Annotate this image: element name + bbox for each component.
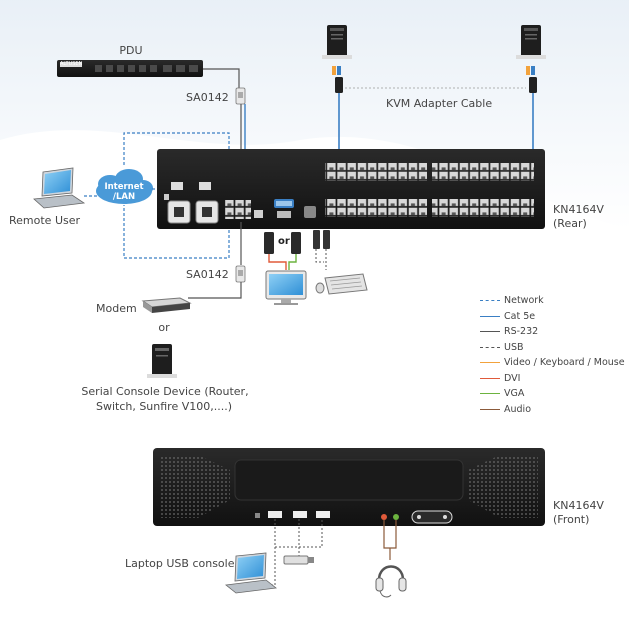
serial-console-label-line2: Switch, Sunfire V100,....) xyxy=(95,400,233,413)
legend-item-usb: USB xyxy=(480,340,625,356)
computer-left xyxy=(322,25,352,59)
legend-item-audio: Audio xyxy=(480,402,625,418)
legend-swatch xyxy=(480,331,500,333)
legend-item-video-keyboard-mouse: Video / Keyboard / Mouse xyxy=(480,355,625,371)
rear-caption-label: (Rear) xyxy=(553,217,587,230)
modem-label: Modem xyxy=(96,302,137,315)
monitor-icon xyxy=(265,270,307,305)
front-caption-label: (Front) xyxy=(553,513,590,526)
modem-cable xyxy=(188,282,242,299)
legend-label: Video / Keyboard / Mouse xyxy=(504,357,625,369)
pdu-device xyxy=(57,60,203,77)
front-model-label: KN4164V xyxy=(553,499,604,512)
pdu-label: PDU xyxy=(119,44,143,57)
dvi-vga-connectors xyxy=(264,232,301,270)
sa0142-bottom-adapter xyxy=(235,265,246,283)
legend-swatch xyxy=(480,300,500,302)
kvm-adapter-left xyxy=(332,66,343,150)
legend-item-cat5e: Cat 5e xyxy=(480,309,625,325)
laptop-usb-console-icon xyxy=(225,552,277,594)
kvm-adapter-cable-label: KVM Adapter Cable xyxy=(386,97,493,110)
legend-swatch xyxy=(480,346,500,348)
rear-model-label: KN4164V xyxy=(553,203,604,216)
internet-cloud xyxy=(96,169,153,204)
or-connector-label: or xyxy=(278,236,290,247)
serial-console-label-line1: Serial Console Device (Router, xyxy=(81,385,249,398)
headset-icon xyxy=(375,565,407,598)
legend-item-network: Network xyxy=(480,293,625,309)
sa0142-bottom-label: SA0142 xyxy=(186,268,229,281)
kvm-adapter-right xyxy=(526,66,537,150)
pdu-cable xyxy=(203,68,240,90)
legend-label: Audio xyxy=(504,403,532,415)
legend-swatch xyxy=(480,362,500,364)
legend-label: RS-232 xyxy=(504,326,539,338)
sa0142-top-label: SA0142 xyxy=(186,91,229,104)
legend-swatch xyxy=(480,377,500,379)
pdu-brand-label: ALTUSEN xyxy=(60,61,83,67)
cable-legend: Network Cat 5e RS-232 USB Video / Keyboa… xyxy=(480,293,625,417)
kn4164v-rear-unit xyxy=(157,149,545,229)
legend-item-dvi: DVI xyxy=(480,371,625,387)
remote-user-laptop xyxy=(33,167,86,209)
legend-label: Network xyxy=(504,295,544,307)
internet-label-line2: /LAN xyxy=(113,192,135,202)
remote-user-label: Remote User xyxy=(9,214,81,227)
legend-label: Cat 5e xyxy=(504,310,536,322)
legend-swatch xyxy=(480,315,500,317)
usb-flash-drive-icon xyxy=(283,555,314,565)
laptop-usb-cable xyxy=(270,547,276,586)
internet-label-line1: Internet xyxy=(104,182,143,192)
legend-label: USB xyxy=(504,341,524,353)
or-between-label: or xyxy=(158,321,170,334)
sa0142-top-adapter xyxy=(235,87,246,105)
usb-front-dashes xyxy=(274,519,323,560)
modem-icon xyxy=(141,297,192,313)
computer-right xyxy=(516,25,546,59)
legend-swatch xyxy=(480,408,500,410)
background-sky xyxy=(0,0,629,230)
legend-label: VGA xyxy=(504,388,525,400)
legend-label: DVI xyxy=(504,372,521,384)
usb-connectors xyxy=(313,230,330,270)
serial-console-device-icon xyxy=(147,344,177,378)
audio-cables xyxy=(383,520,397,560)
legend-item-rs232: RS-232 xyxy=(480,324,625,340)
legend-item-vga: VGA xyxy=(480,386,625,402)
kn4164v-front-unit xyxy=(153,448,545,526)
laptop-usb-console-label: Laptop USB console xyxy=(125,557,235,570)
keyboard-mouse-icon xyxy=(315,273,368,295)
legend-swatch xyxy=(480,393,500,395)
